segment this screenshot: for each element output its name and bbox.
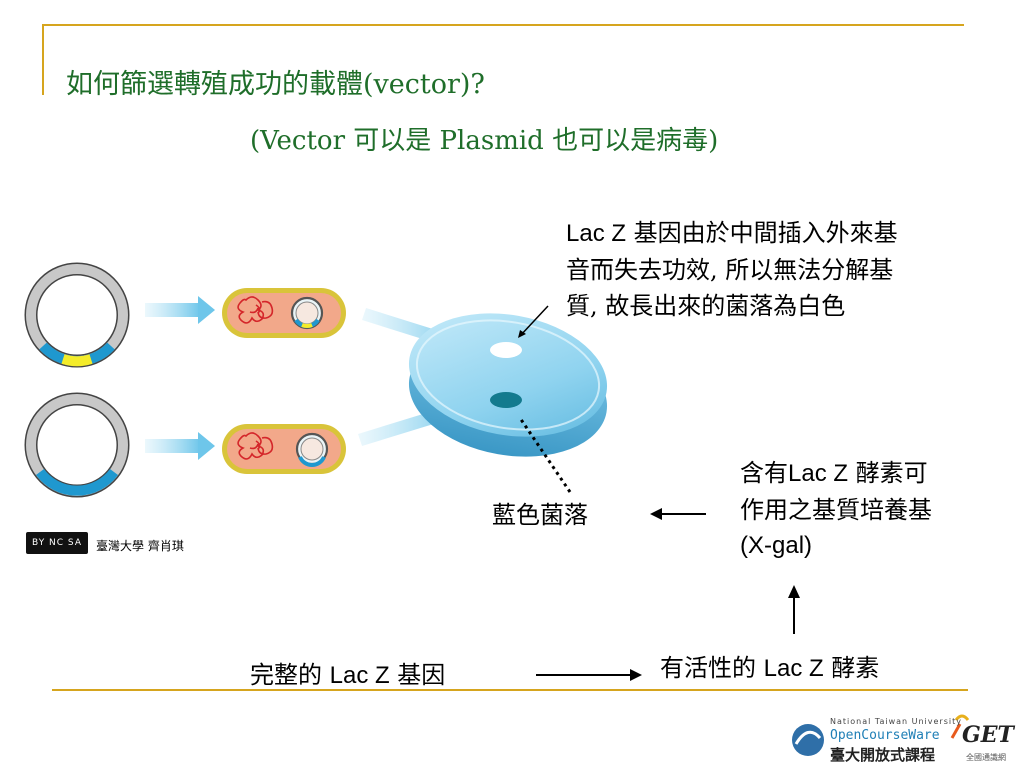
white-colony-note: Lac Z 基因由於中間插入外來基 音而失去功效, 所以無法分解基 質, 故長出… xyxy=(566,215,1006,324)
bacterium-with-insert-plasmid xyxy=(222,288,346,338)
substrate-line2: 作用之基質培養基 xyxy=(740,496,932,524)
lacz-label: Lac Z xyxy=(566,220,627,247)
arrow-plasmid-to-cell-1 xyxy=(145,296,215,324)
plasmid-with-insert xyxy=(24,262,130,368)
white-note-line1: 基因由於中間插入外來基 xyxy=(626,219,898,247)
get-logo-mark xyxy=(950,714,970,739)
bacterium-with-intact-plasmid xyxy=(222,424,346,474)
substrate-rest: 酵素可 xyxy=(848,459,928,487)
intact-prefix: 完整的 xyxy=(250,661,330,689)
arrow-enzyme-to-substrate xyxy=(788,585,800,634)
plasmid-intact xyxy=(24,392,130,498)
slide-title: 如何篩選轉殖成功的載體(vector)? xyxy=(66,69,485,100)
active-suffix: 酵素 xyxy=(823,654,880,682)
get-subtitle: 全國通識網 xyxy=(966,753,1006,762)
substrate-prefix: 含有 xyxy=(740,459,788,487)
blue-colony-label: 藍色菌落 xyxy=(492,501,588,529)
active-lacz: Lac Z xyxy=(763,655,824,682)
active-prefix: 有活性的 xyxy=(660,654,764,682)
slide-subtitle: (Vector 可以是 Plasmid 也可以是病毒) xyxy=(250,126,719,156)
intact-lacz: Lac Z xyxy=(329,662,390,689)
author-credit: 臺灣大學 齊肖琪 xyxy=(96,539,184,553)
ntu-ocw-chinese-label: 臺大開放式課程 xyxy=(830,746,936,764)
blue-colony xyxy=(490,392,522,408)
intact-lacz-gene-label: 完整的 Lac Z 基因 xyxy=(250,657,445,694)
substrate-lacz: Lac Z xyxy=(788,460,849,487)
active-lacz-enzyme-label: 有活性的 Lac Z 酵素 xyxy=(660,650,879,687)
substrate-note: 含有Lac Z 酵素可 作用之基質培養基 (X-gal) xyxy=(740,455,1010,564)
ntu-logo xyxy=(792,724,824,756)
ntu-university-name: National Taiwan University xyxy=(830,717,962,726)
white-note-line3: 質, 故長出來的菌落為白色 xyxy=(566,292,846,320)
white-note-line2: 音而失去功效, 所以無法分解基 xyxy=(566,256,894,284)
pointer-blue-colony xyxy=(518,417,572,493)
opencourseware-label[interactable]: OpenCourseWare xyxy=(830,728,940,743)
arrow-gene-to-enzyme xyxy=(536,669,642,681)
white-colony xyxy=(490,342,522,358)
intact-suffix: 基因 xyxy=(389,661,446,689)
arrow-to-blue-colony-label xyxy=(650,508,706,520)
substrate-line3: (X-gal) xyxy=(740,532,813,559)
pointer-white-colony xyxy=(519,305,549,337)
get-logo[interactable]: GET xyxy=(962,722,1014,748)
petri-dish xyxy=(408,313,608,457)
arrow-plasmid-to-cell-2 xyxy=(145,432,215,460)
cc-license-badge[interactable]: BY NC SA xyxy=(26,532,88,554)
